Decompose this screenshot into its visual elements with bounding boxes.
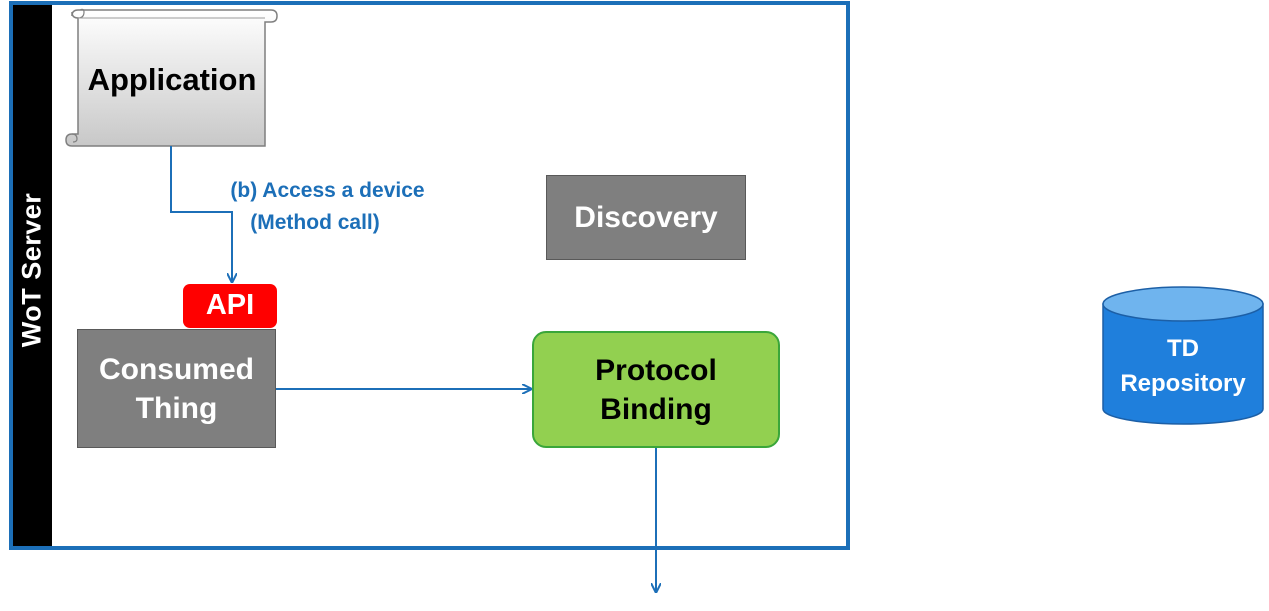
access-edge [170,146,232,282]
protocol-binding-label-line1: Protocol [595,353,717,387]
protocol-binding-box: Protocol Binding [532,331,780,448]
td-repository-label: TD Repository [1103,331,1263,401]
discovery-label: Discovery [574,201,718,234]
access-edge-label: (b) Access a device (Method call) [200,175,455,239]
wot-server-sidebar [13,5,52,546]
td-repository-cylinder [1102,286,1264,425]
api-label: API [205,289,255,322]
consumed-thing-label-line1: Consumed [98,352,254,386]
application-scroll [65,8,278,147]
td-repository-label-line1: TD [1167,335,1199,362]
consumed-thing-box: Consumed Thing [77,329,276,448]
application-label: Application [87,62,257,97]
access-edge-label-line2: (Method call) [250,211,380,234]
access-edge-label-line1: (b) Access a device [230,179,425,202]
consumed-thing-label-line2: Thing [135,391,218,425]
protocol-binding-label-line2: Binding [600,392,712,426]
api-badge: API [183,284,277,328]
td-repository-label-line2: Repository [1120,370,1246,397]
discovery-box: Discovery [546,175,746,260]
